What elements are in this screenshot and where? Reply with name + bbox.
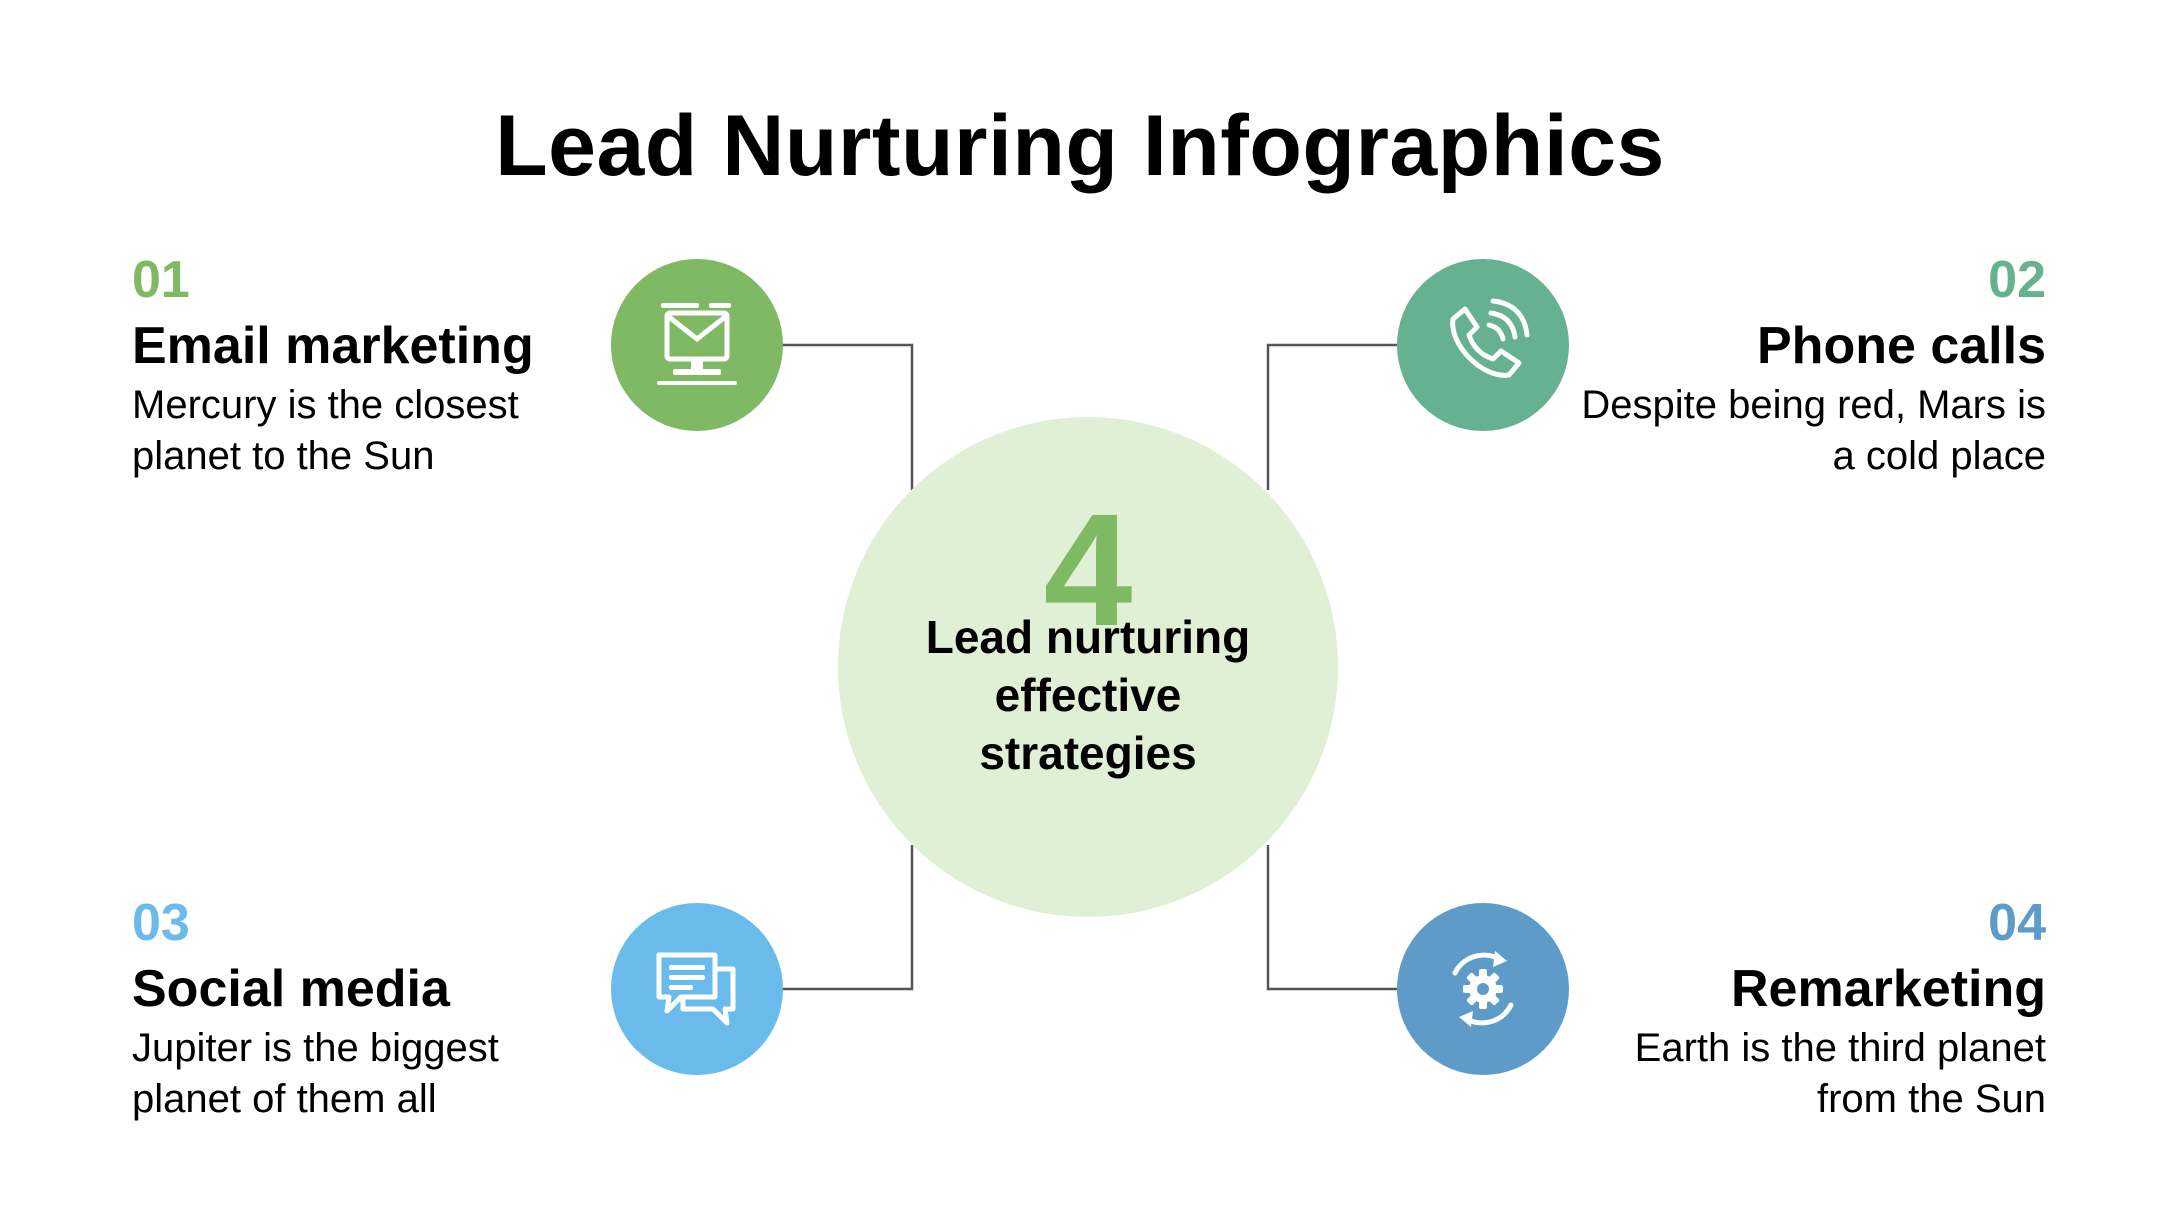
phone-call-icon [1450, 298, 1530, 378]
phone-icon-circle [1397, 259, 1569, 431]
item-email-marketing: 01 Email marketing Mercury is the closes… [132, 250, 652, 482]
center-label: Lead nurturing effective strategies [925, 611, 1251, 779]
email-marketing-icon [657, 303, 737, 385]
item-number: 03 [132, 894, 190, 952]
item-number: 01 [132, 251, 190, 309]
item-title: Email marketing [132, 317, 534, 375]
item-remarketing: 04 Remarketing Earth is the third planet… [1526, 893, 2046, 1125]
social-icon-circle [611, 903, 783, 1075]
item-number: 02 [1988, 251, 2046, 309]
item-description: Mercury is the closest planet to the Sun [132, 383, 519, 478]
item-description: Despite being red, Mars is a cold place [1581, 383, 2046, 478]
connector-email [782, 343, 914, 490]
item-title: Remarketing [1731, 960, 2046, 1018]
item-phone-calls: 02 Phone calls Despite being red, Mars i… [1526, 250, 2046, 482]
item-description: Jupiter is the biggest planet of them al… [132, 1026, 499, 1121]
connector-social [782, 845, 914, 991]
email-icon-circle [611, 259, 783, 431]
cycle-gear-icon [1452, 951, 1514, 1027]
connector-remarketing [1266, 845, 1398, 991]
item-title: Social media [132, 960, 450, 1018]
item-number: 04 [1988, 894, 2046, 952]
center-number: 4 [1043, 480, 1133, 659]
item-title: Phone calls [1757, 317, 2046, 375]
item-social-media: 03 Social media Jupiter is the biggest p… [132, 893, 652, 1125]
remarketing-icon-circle [1397, 903, 1569, 1075]
center-circle [838, 417, 1338, 917]
chat-bubbles-icon [656, 952, 736, 1026]
item-description: Earth is the third planet from the Sun [1634, 1026, 2046, 1121]
page-title: Lead Nurturing Infographics [495, 98, 1665, 194]
connector-phone [1266, 343, 1398, 490]
